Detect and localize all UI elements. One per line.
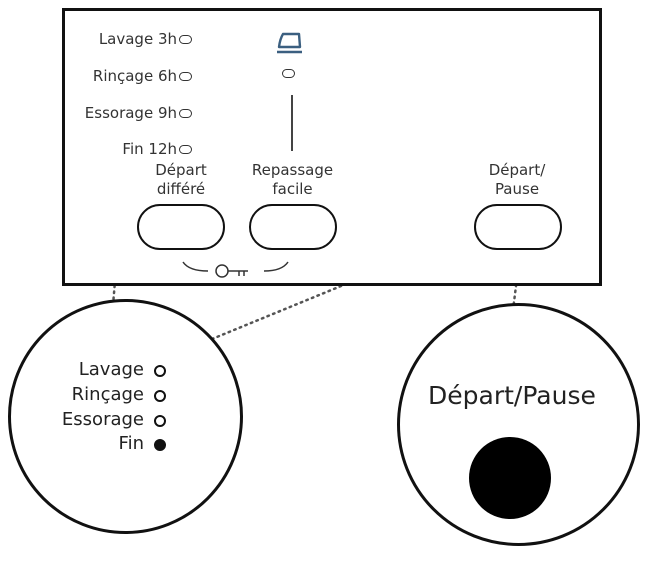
key-icon	[182, 261, 289, 278]
delay-indicator-light	[179, 109, 192, 118]
delay-option-label: Fin 12h	[122, 140, 177, 158]
zoom-indicator-label: Fin	[118, 433, 144, 454]
zoom-indicator-label: Lavage	[78, 359, 144, 380]
easy-iron-indicator-light	[282, 69, 295, 78]
easy-iron-button[interactable]	[249, 204, 337, 250]
easy-iron-caption: Repassage facile	[251, 161, 334, 198]
zoom-indicator-label: Essorage	[61, 409, 144, 430]
delay-indicator-light	[179, 35, 192, 44]
delay-option-label: Essorage 9h	[84, 104, 177, 122]
delay-start-caption: Départ différé	[155, 161, 207, 198]
zoom-indicator-label: Rinçage	[71, 384, 144, 405]
zoom-circle-delay-indicators	[8, 299, 243, 534]
zoom-indicator-light	[154, 365, 166, 377]
zoom-indicator-light	[154, 415, 166, 427]
start-pause-zoom-title: Départ/Pause	[428, 381, 596, 410]
iron-connector-line	[291, 95, 293, 151]
start-pause-button[interactable]	[474, 204, 562, 250]
delay-indicator-light	[179, 145, 192, 154]
start-pause-indicator-on	[469, 437, 551, 519]
control-panel: Lavage 3h Rinçage 6h Essorage 9h Fin 12h…	[62, 8, 602, 286]
zoom-indicator-light-on	[154, 439, 166, 451]
zoom-indicator-light	[154, 390, 166, 402]
delay-indicator-light	[179, 72, 192, 81]
start-pause-caption: Départ/ Pause	[488, 161, 546, 198]
delay-option-label: Lavage 3h	[98, 30, 177, 48]
iron-icon	[277, 32, 302, 54]
delay-option-label: Rinçage 6h	[92, 67, 177, 85]
delay-start-button[interactable]	[137, 204, 225, 250]
